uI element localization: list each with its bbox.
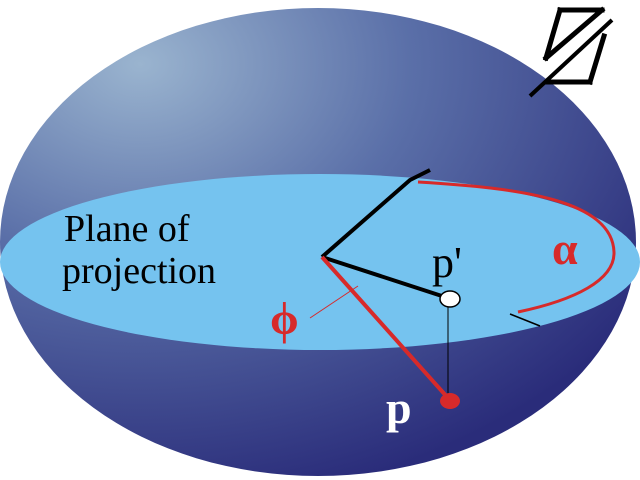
phi-label: ϕ bbox=[270, 293, 299, 344]
center-to-p-line bbox=[320, 255, 450, 400]
projection-plane bbox=[0, 174, 640, 350]
alpha-pointer-line bbox=[509, 313, 541, 327]
north-axis-line bbox=[528, 18, 614, 98]
point-p-prime bbox=[439, 290, 461, 308]
alpha-label: α bbox=[552, 223, 578, 274]
p-label: p bbox=[386, 382, 412, 433]
phi-pointer-line bbox=[309, 285, 359, 319]
plane-label-line2: projection bbox=[62, 250, 216, 292]
alpha-arc bbox=[417, 180, 616, 314]
plane-label-line1: Plane of bbox=[64, 208, 190, 250]
p-prime-label: p' bbox=[432, 238, 462, 287]
north-symbol-icon bbox=[542, 6, 608, 86]
center-to-p-prime-line bbox=[321, 255, 449, 300]
point-p bbox=[440, 393, 460, 409]
reference-line bbox=[320, 168, 431, 259]
